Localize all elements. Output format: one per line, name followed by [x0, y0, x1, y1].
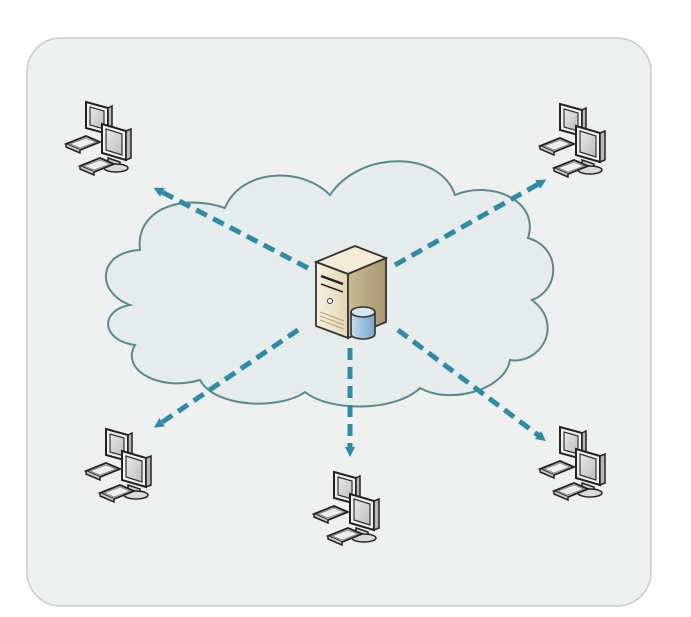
arrow-top-right [393, 179, 547, 268]
arrow-bottom-left [153, 327, 300, 428]
server-with-database-icon [313, 245, 389, 340]
arrow-top-left [153, 187, 310, 271]
arrow-bottom-right [396, 328, 546, 441]
connection-arrows [153, 179, 547, 457]
database-icon [350, 306, 376, 340]
